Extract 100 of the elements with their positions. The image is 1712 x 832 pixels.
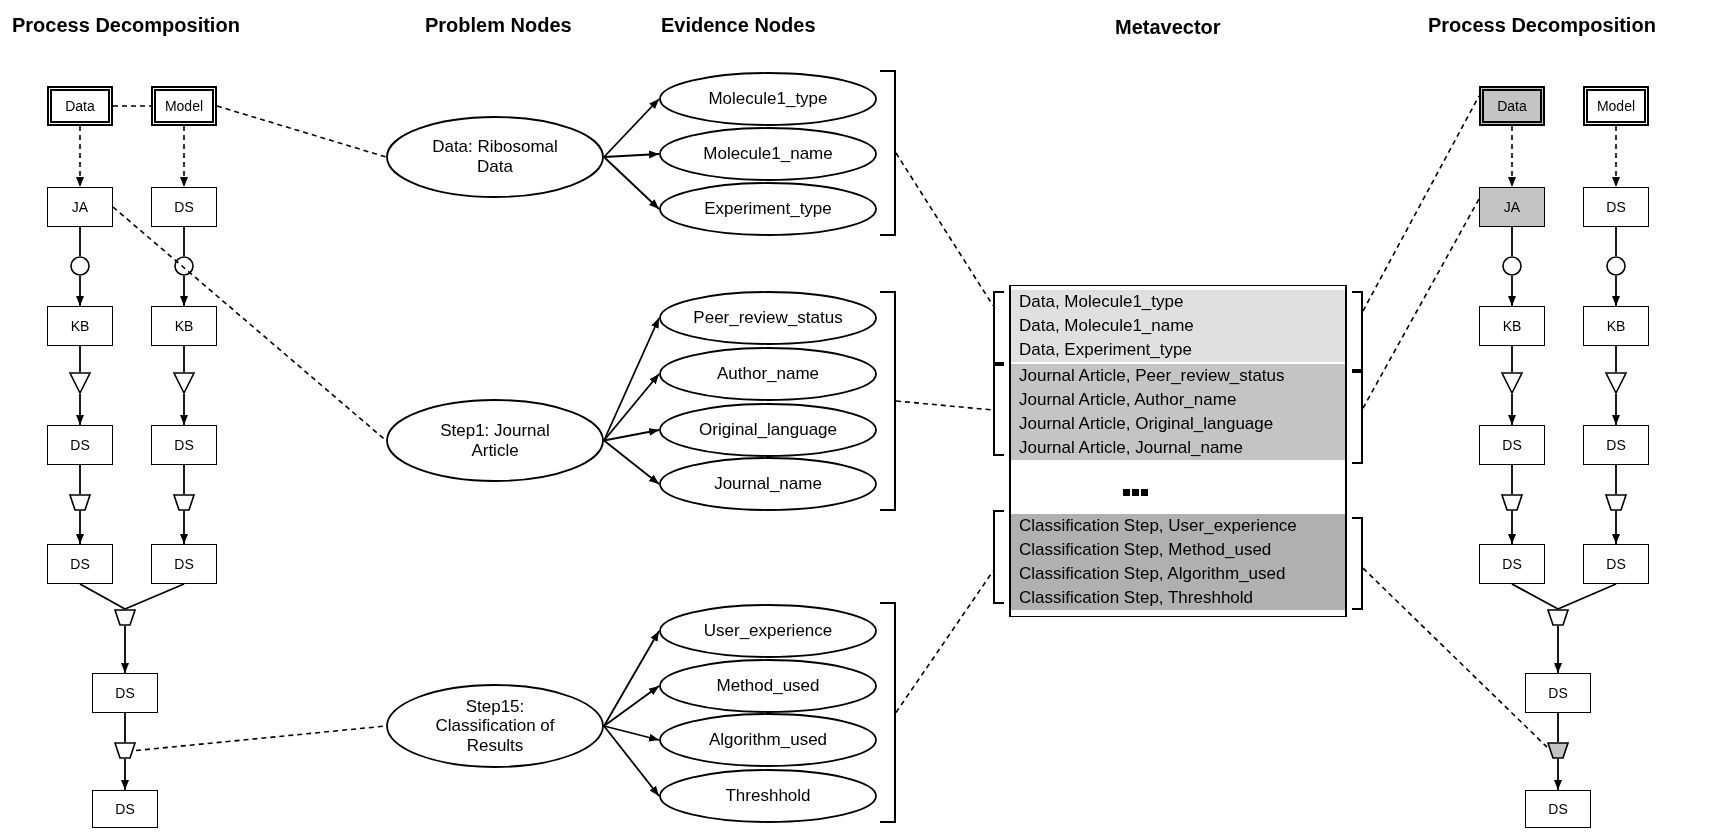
node-label: Model bbox=[164, 97, 204, 115]
arrow bbox=[76, 275, 84, 307]
arrow bbox=[1508, 125, 1516, 188]
connector-line bbox=[1615, 464, 1617, 495]
process-box bbox=[1479, 306, 1545, 346]
dashed-connector bbox=[216, 105, 387, 158]
trapezoid-symbol bbox=[1547, 742, 1569, 759]
circle-symbol bbox=[70, 256, 90, 276]
connector-line bbox=[79, 583, 126, 610]
node-label: DS bbox=[1502, 436, 1522, 454]
connector-line bbox=[1511, 226, 1513, 257]
column-heading: Evidence Nodes bbox=[661, 14, 816, 37]
evidence-node-ellipse bbox=[659, 713, 877, 767]
trapezoid-symbol bbox=[1605, 494, 1627, 511]
node-label: DS bbox=[70, 436, 90, 454]
dashed-connector bbox=[112, 206, 387, 442]
bracket bbox=[880, 602, 896, 823]
metavector-entry: Journal Article, Original_language bbox=[1011, 412, 1345, 436]
dashed-connector bbox=[895, 152, 994, 307]
problem-node-ellipse bbox=[386, 684, 604, 768]
process-box bbox=[151, 306, 217, 346]
metavector-entry: Journal Article, Peer_review_status bbox=[1011, 364, 1345, 388]
node-label: Molecule1_name bbox=[703, 144, 833, 164]
node-label: KB bbox=[1502, 317, 1522, 335]
connector-line bbox=[79, 345, 81, 373]
column-heading: Process Decomposition bbox=[12, 14, 240, 37]
arrow bbox=[180, 275, 188, 307]
evidence-node-ellipse bbox=[659, 127, 877, 181]
node-label: DS bbox=[115, 684, 135, 702]
connector-line bbox=[1557, 583, 1617, 610]
problem-node-ellipse bbox=[386, 399, 604, 482]
node-label: Threshhold bbox=[725, 786, 811, 806]
process-box bbox=[1583, 306, 1649, 346]
arrow bbox=[603, 373, 660, 442]
metavector-entry: Classification Step, Threshhold bbox=[1011, 586, 1345, 610]
triangle-symbol bbox=[1501, 372, 1523, 394]
metavector-panel bbox=[1009, 285, 1347, 617]
bracket bbox=[993, 364, 1004, 456]
evidence-node-ellipse bbox=[659, 659, 877, 713]
node-label: DS bbox=[1548, 800, 1568, 818]
connector-line bbox=[1511, 583, 1559, 610]
connector-line bbox=[183, 226, 185, 257]
process-box bbox=[151, 187, 217, 227]
dashed-connector bbox=[112, 105, 152, 107]
node-label: KB bbox=[70, 317, 90, 335]
arrow bbox=[603, 156, 660, 210]
circle-symbol bbox=[174, 256, 194, 276]
triangle-symbol bbox=[1605, 372, 1627, 394]
process-box bbox=[47, 187, 113, 227]
arrow bbox=[1612, 275, 1620, 307]
arrow bbox=[1612, 393, 1620, 426]
arrow bbox=[1554, 625, 1562, 674]
node-label: Original_language bbox=[699, 420, 837, 440]
source-box bbox=[1583, 86, 1649, 126]
bracket bbox=[1352, 517, 1363, 610]
process-box bbox=[1583, 425, 1649, 465]
evidence-node-ellipse bbox=[659, 347, 877, 401]
trapezoid-symbol bbox=[114, 742, 136, 759]
arrow bbox=[121, 625, 129, 674]
trapezoid-symbol bbox=[173, 494, 195, 511]
metavector-entry: Classification Step, Algorithm_used bbox=[1011, 562, 1345, 586]
node-label: DS bbox=[174, 198, 194, 216]
dashed-connector bbox=[895, 400, 994, 411]
process-box bbox=[1525, 790, 1591, 828]
arrow bbox=[603, 98, 660, 158]
arrow bbox=[1508, 275, 1516, 307]
node-label: JA bbox=[1503, 198, 1521, 216]
node-label: Author_name bbox=[716, 364, 820, 384]
node-label: User_experience bbox=[703, 621, 833, 641]
process-box bbox=[47, 544, 113, 584]
problem-node-ellipse bbox=[386, 116, 604, 198]
bracket bbox=[993, 291, 1004, 364]
process-box bbox=[47, 306, 113, 346]
node-label: Data bbox=[65, 97, 95, 115]
connector-line bbox=[124, 712, 126, 743]
bracket bbox=[1352, 371, 1363, 464]
node-label: KB bbox=[1606, 317, 1626, 335]
node-label: DS bbox=[174, 555, 194, 573]
connector-line bbox=[183, 345, 185, 373]
arrow bbox=[180, 393, 188, 426]
arrow bbox=[603, 150, 660, 159]
node-label: Algorithm_used bbox=[708, 730, 828, 750]
process-box bbox=[92, 790, 158, 828]
column-heading: Metavector bbox=[1115, 16, 1221, 39]
arrow bbox=[603, 427, 660, 442]
connector-line bbox=[1511, 464, 1513, 495]
arrow bbox=[76, 393, 84, 426]
arrow bbox=[76, 510, 84, 545]
node-label: Model bbox=[1596, 97, 1636, 115]
arrow bbox=[121, 758, 129, 791]
dashed-connector bbox=[1362, 198, 1480, 409]
process-box bbox=[47, 425, 113, 465]
metavector-entry: Data, Experiment_type bbox=[1011, 338, 1345, 362]
process-box bbox=[1479, 544, 1545, 584]
connector-line bbox=[1511, 345, 1513, 373]
node-label: Experiment_type bbox=[704, 199, 832, 219]
triangle-symbol bbox=[173, 372, 195, 394]
trapezoid-symbol bbox=[69, 494, 91, 511]
process-box bbox=[1525, 673, 1591, 713]
bracket bbox=[880, 70, 896, 236]
